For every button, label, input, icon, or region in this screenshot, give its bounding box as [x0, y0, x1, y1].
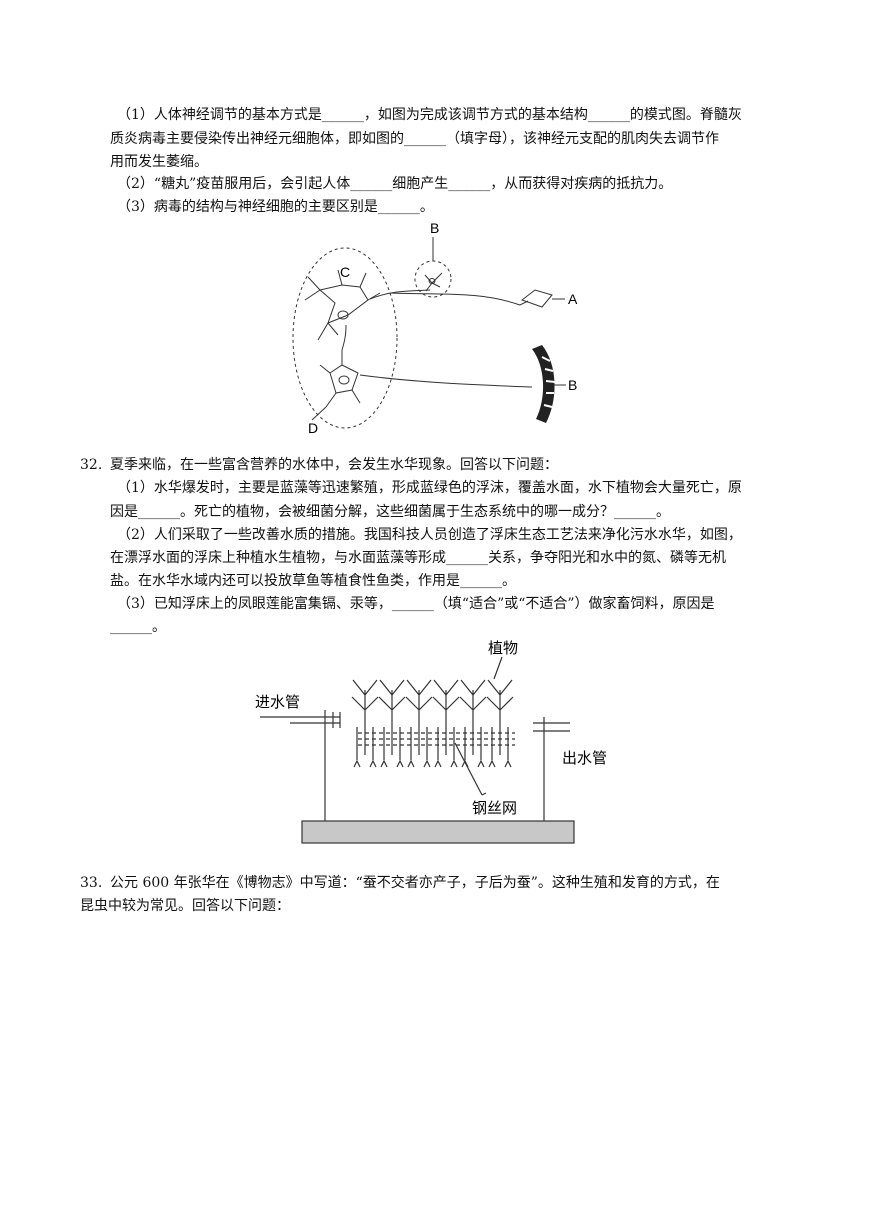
plant-label: 植物	[488, 640, 518, 657]
inlet-pipe-label: 进水管	[255, 694, 300, 711]
label-b-right: B	[568, 377, 577, 393]
outlet-pipe-label: 出水管	[562, 750, 607, 767]
q33-number: 33.	[80, 875, 103, 891]
plant-group	[351, 679, 514, 768]
plant-icon	[405, 679, 433, 768]
label-d: D	[308, 420, 318, 436]
q32-line-5: 在漂浮水面的浮床上种植水生植物，与水面蓝藻等形成______关系，争夺阳光和水中…	[110, 550, 726, 566]
reflex-arc-diagram: B C A B D	[292, 220, 578, 436]
plant-icon	[351, 679, 379, 768]
floating-bed-diagram: 植物 进水管 出水管 钢丝网	[255, 640, 607, 844]
q33-line-1: 公元 600 年张华在《博物志》中写道：“蚕不交者亦产子，子后为蚕”。这种生殖和…	[110, 875, 720, 891]
tank-base	[301, 820, 575, 844]
q32-line-4: （2）人们采取了一些改善水质的措施。我国科技人员创造了浮床生态工艺法来净化污水水…	[117, 527, 742, 543]
q31-line-1: （1）人体神经调节的基本方式是______，如图为完成该调节方式的基本结构___…	[117, 107, 742, 123]
plant-icon	[486, 679, 514, 768]
q32-line-8: ______。	[110, 619, 166, 635]
q32-line-6: 盐。在水华水域内还可以投放草鱼等植食性鱼类，作用是______。	[110, 573, 516, 589]
label-a: A	[568, 291, 578, 307]
q31-line-5: （3）病毒的结构与神经细胞的主要区别是______。	[117, 199, 434, 215]
q32-line-2: （1）水华爆发时，主要是蓝藻等迅速繁殖，形成蓝绿色的浮沫，覆盖水面，水下植物会大…	[117, 480, 742, 496]
q31-line-2: 质炎病毒主要侵染传出神经元细胞体，即如图的______（填字母），该神经元支配的…	[110, 131, 719, 147]
muscle-effector	[532, 345, 566, 423]
q33-line-2: 昆虫中较为常见。回答以下问题：	[80, 898, 290, 914]
q32-line-1: 夏季来临，在一些富含营养的水体中，会发生水华现象。回答以下问题：	[110, 457, 558, 473]
label-c: C	[340, 264, 350, 280]
mesh-label: 钢丝网	[472, 800, 517, 817]
plant-icon	[432, 679, 460, 768]
label-b-top: B	[430, 220, 439, 236]
q31-line-3: 用而发生萎缩。	[110, 154, 208, 170]
q32-line-3: 因是______。死亡的植物，会被细菌分解，这些细菌属于生态系统中的哪一成分？_…	[110, 504, 670, 520]
q32-number: 32.	[80, 457, 103, 473]
q31-line-4: （2）“糖丸”疫苗服用后，会引起人体______细胞产生______，从而获得对…	[117, 176, 673, 192]
neuron-region-c-d-ellipse	[292, 247, 398, 429]
q32-line-7: （3）已知浮床上的凤眼莲能富集镉、汞等，______（填“适合”或“不适合”）做…	[117, 596, 715, 612]
plant-icon	[459, 679, 487, 768]
plant-icon	[378, 679, 406, 768]
